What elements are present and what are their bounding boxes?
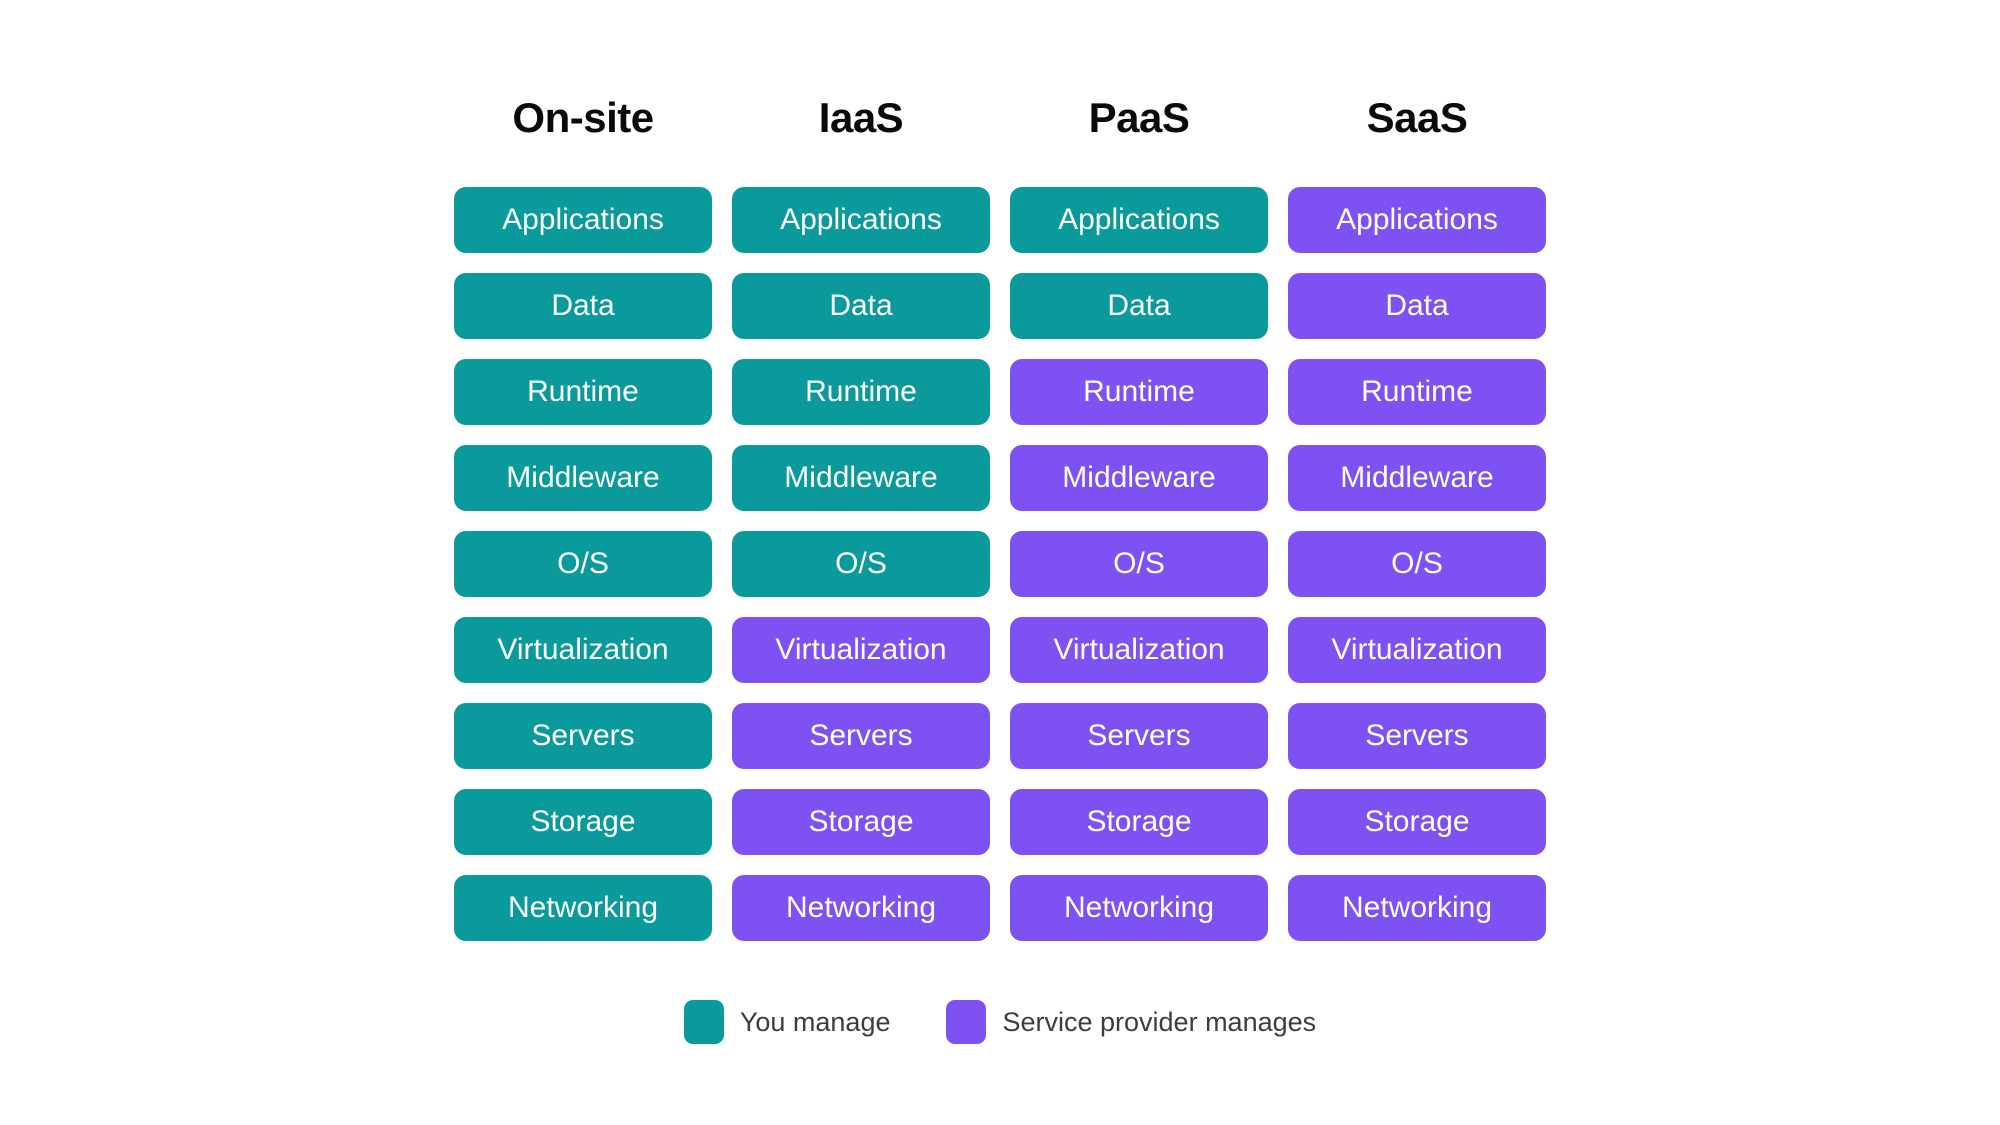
block-paas-networking: Networking: [1010, 875, 1268, 941]
legend: You manage Service provider manages: [0, 1000, 2000, 1044]
block-saas-os: O/S: [1288, 531, 1546, 597]
block-iaas-virtualization: Virtualization: [732, 617, 990, 683]
legend-item-you-manage: You manage: [683, 1000, 891, 1044]
block-iaas-os: O/S: [732, 531, 990, 597]
block-onsite-networking: Networking: [454, 875, 712, 941]
block-saas-applications: Applications: [1288, 187, 1546, 253]
column-paas: PaaS Applications Data Runtime Middlewar…: [1010, 84, 1268, 961]
block-onsite-servers: Servers: [454, 703, 712, 769]
block-onsite-data: Data: [454, 273, 712, 339]
block-iaas-runtime: Runtime: [732, 359, 990, 425]
block-iaas-data: Data: [732, 273, 990, 339]
block-paas-virtualization: Virtualization: [1010, 617, 1268, 683]
block-paas-applications: Applications: [1010, 187, 1268, 253]
service-model-grid: On-site Applications Data Runtime Middle…: [454, 84, 1546, 961]
block-iaas-networking: Networking: [732, 875, 990, 941]
legend-item-provider-manages: Service provider manages: [946, 1000, 1316, 1044]
block-onsite-os: O/S: [454, 531, 712, 597]
block-paas-runtime: Runtime: [1010, 359, 1268, 425]
block-saas-virtualization: Virtualization: [1288, 617, 1546, 683]
block-iaas-storage: Storage: [732, 789, 990, 855]
block-saas-servers: Servers: [1288, 703, 1546, 769]
block-iaas-middleware: Middleware: [732, 445, 990, 511]
block-iaas-servers: Servers: [732, 703, 990, 769]
block-onsite-storage: Storage: [454, 789, 712, 855]
block-saas-networking: Networking: [1288, 875, 1546, 941]
provider-manages-color-swatch: [946, 1000, 987, 1044]
column-iaas: IaaS Applications Data Runtime Middlewar…: [732, 84, 990, 961]
block-paas-data: Data: [1010, 273, 1268, 339]
column-saas: SaaS Applications Data Runtime Middlewar…: [1288, 84, 1546, 961]
block-iaas-applications: Applications: [732, 187, 990, 253]
block-paas-os: O/S: [1010, 531, 1268, 597]
block-paas-storage: Storage: [1010, 789, 1268, 855]
block-paas-servers: Servers: [1010, 703, 1268, 769]
column-onsite: On-site Applications Data Runtime Middle…: [454, 84, 712, 961]
block-saas-data: Data: [1288, 273, 1546, 339]
you-manage-color-swatch: [683, 1000, 724, 1044]
column-header-iaas: IaaS: [818, 94, 904, 141]
block-onsite-runtime: Runtime: [454, 359, 712, 425]
column-header-paas: PaaS: [1088, 94, 1190, 141]
block-saas-middleware: Middleware: [1288, 445, 1546, 511]
block-onsite-applications: Applications: [454, 187, 712, 253]
block-onsite-virtualization: Virtualization: [454, 617, 712, 683]
column-header-onsite: On-site: [512, 94, 654, 141]
block-saas-runtime: Runtime: [1288, 359, 1546, 425]
block-saas-storage: Storage: [1288, 789, 1546, 855]
provider-manages-label: Service provider manages: [1002, 1006, 1317, 1037]
block-onsite-middleware: Middleware: [454, 445, 712, 511]
block-paas-middleware: Middleware: [1010, 445, 1268, 511]
you-manage-label: You manage: [739, 1006, 891, 1037]
column-header-saas: SaaS: [1366, 94, 1468, 141]
